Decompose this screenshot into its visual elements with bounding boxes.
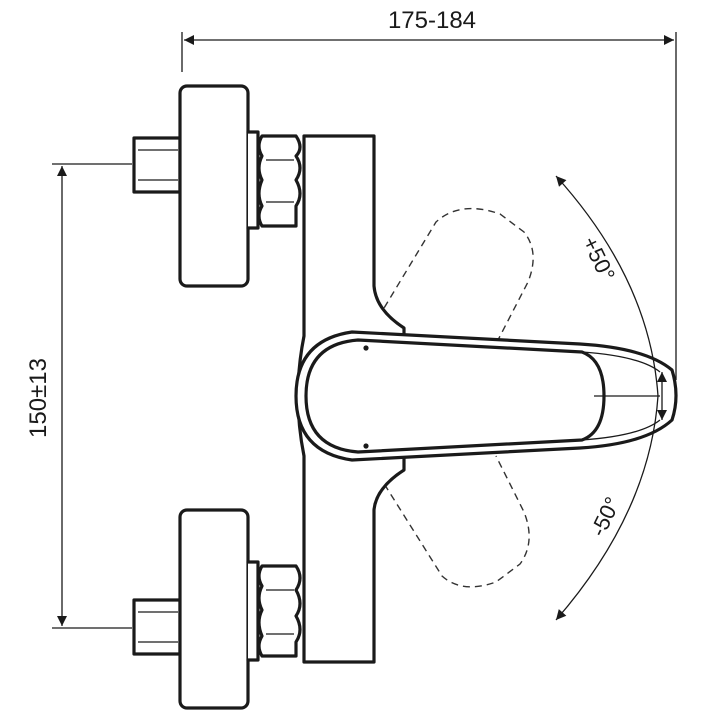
- upper-cover-flange: [178, 84, 250, 288]
- upper-inlet-thread: [132, 136, 182, 194]
- lever-ghost-down: [377, 455, 530, 588]
- lever-screw-top: [363, 345, 369, 351]
- upper-hex-nut: [257, 134, 302, 228]
- lower-inlet-fitting: [132, 508, 302, 710]
- lower-inlet-thread: [132, 598, 182, 656]
- lever-inner-profile: [304, 338, 606, 454]
- lever-handle: [294, 330, 678, 462]
- height-label: 150±13: [25, 358, 52, 438]
- upper-flange-step: [246, 130, 260, 230]
- width-label: 175-184: [388, 7, 476, 34]
- height-dimension: 150±13: [25, 163, 132, 629]
- angle-arc-down: [555, 395, 659, 621]
- angle-up-label: +50°: [577, 233, 620, 285]
- lever-screw-bottom: [363, 443, 369, 449]
- lower-hex-nut: [257, 564, 302, 658]
- lever-tip-edge: [581, 351, 661, 441]
- lever-ghost-positions: [377, 207, 534, 588]
- angle-down-label: -50°: [585, 493, 625, 540]
- lever-ghost-up: [377, 207, 534, 341]
- lower-flange-step: [246, 560, 260, 662]
- angle-arc-up: [555, 175, 659, 397]
- width-dimension: 175-184: [181, 7, 677, 380]
- lower-cover-flange: [178, 508, 250, 710]
- upper-inlet-fitting: [132, 84, 302, 288]
